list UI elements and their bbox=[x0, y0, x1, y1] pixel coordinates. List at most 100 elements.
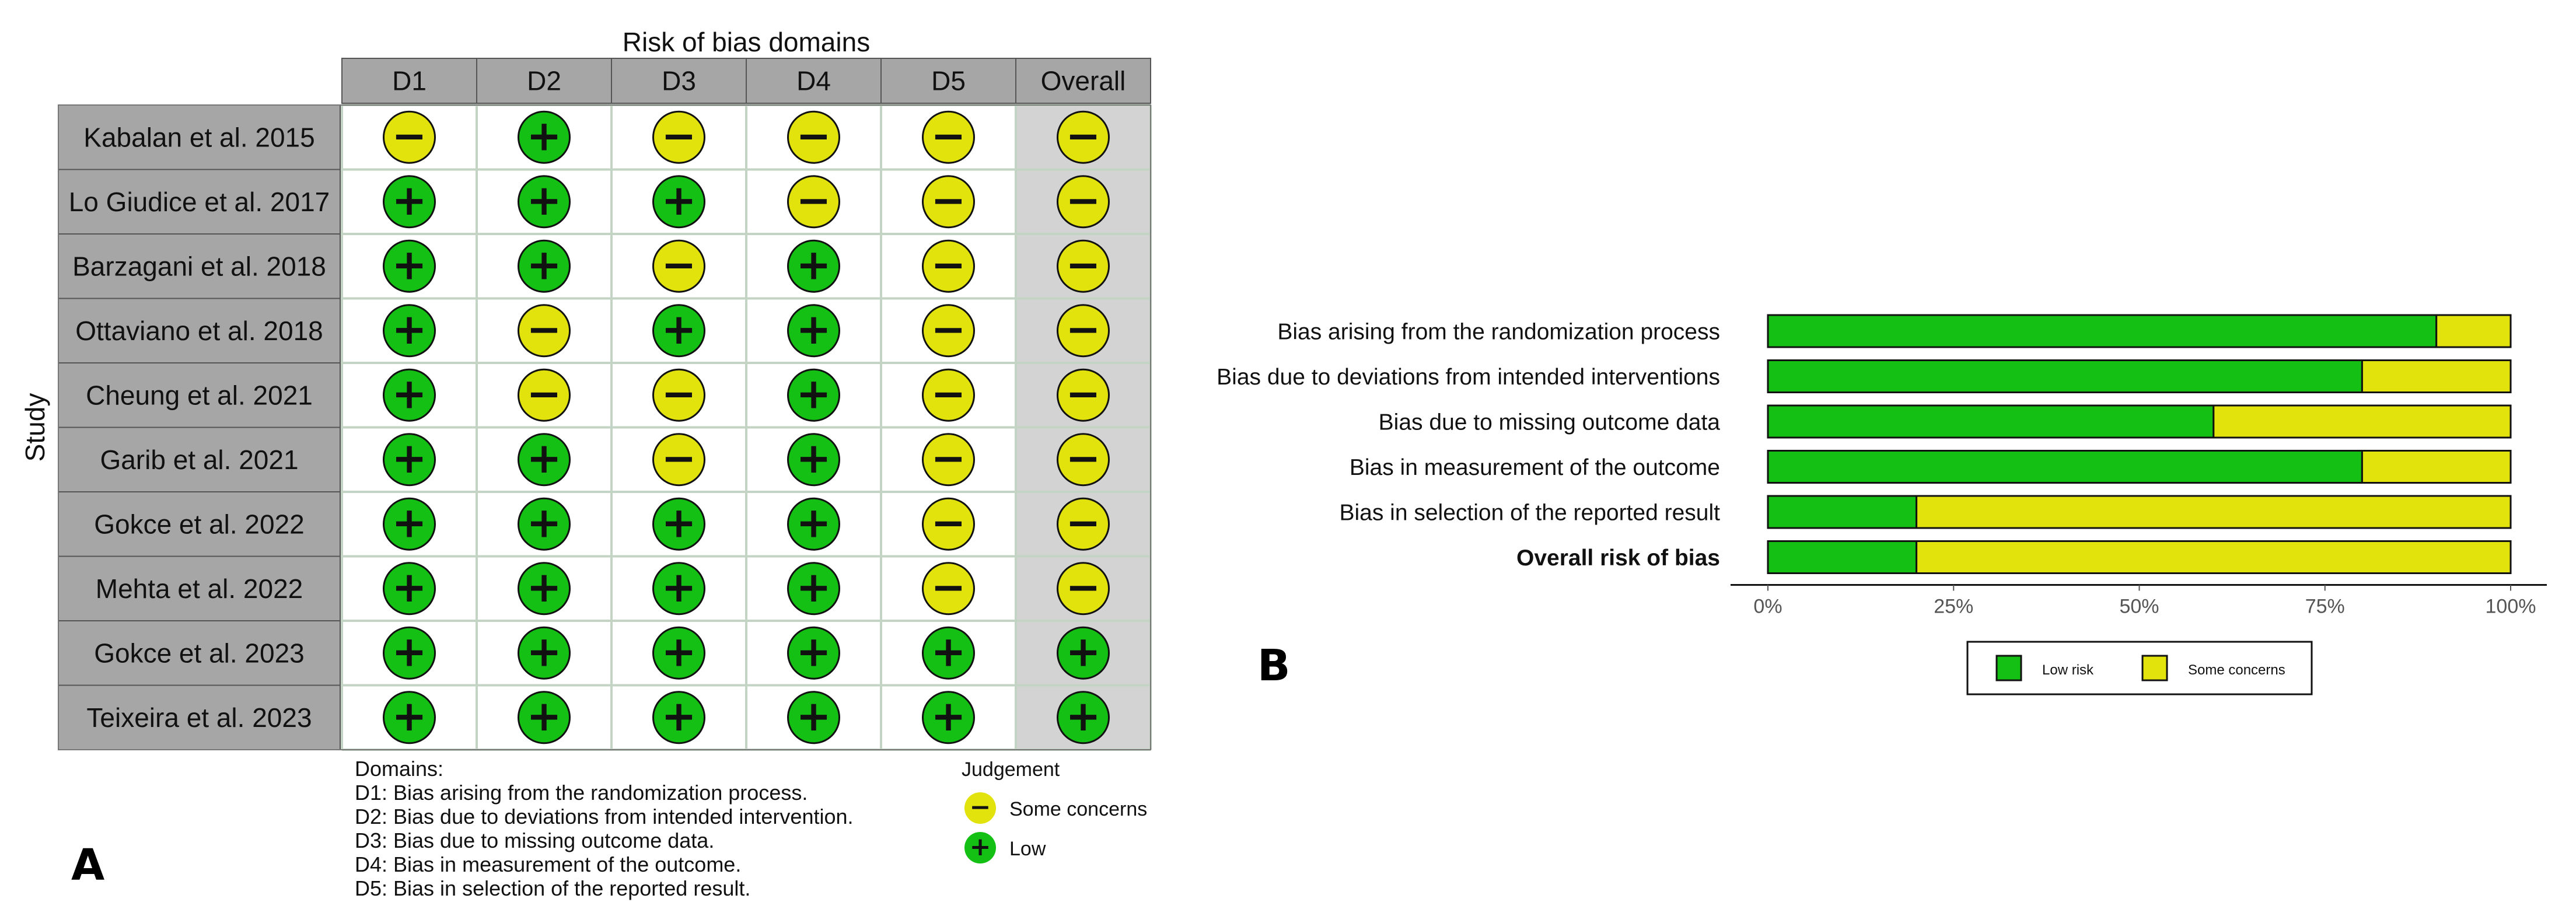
judgement-marker-some-concerns bbox=[1057, 304, 1110, 358]
column-header-overall: Overall bbox=[1041, 66, 1126, 96]
judgement-symbol: + bbox=[526, 111, 561, 160]
domain-description: D1: Bias arising from the randomization … bbox=[355, 781, 808, 805]
judgement-marker-low bbox=[383, 562, 436, 616]
panel-b-letter: B bbox=[1257, 641, 1291, 691]
bar-segment-low bbox=[1767, 314, 2438, 348]
judgement-marker-some-concerns bbox=[922, 497, 975, 551]
bar-segment-some-concerns bbox=[2213, 404, 2512, 439]
judgement-symbol: + bbox=[796, 369, 831, 418]
study-cell bbox=[58, 362, 341, 428]
judgement-marker-some-concerns bbox=[922, 368, 975, 422]
judgement-symbol: + bbox=[526, 627, 561, 676]
overall-bias-label: Overall risk of bias bbox=[1516, 546, 1720, 571]
column-header-d5: D5 bbox=[931, 66, 966, 96]
judgement-symbol: + bbox=[392, 369, 427, 418]
study-label: Gokce et al. 2022 bbox=[94, 509, 305, 539]
judgement-marker-low bbox=[383, 433, 436, 487]
column-header-cell bbox=[1015, 58, 1151, 104]
judgement-symbol: − bbox=[931, 498, 966, 547]
judgement-symbol: + bbox=[796, 562, 831, 611]
judgement-symbol: + bbox=[796, 691, 831, 740]
judgement-symbol: − bbox=[1065, 111, 1100, 160]
study-cell bbox=[58, 491, 341, 557]
judgement-marker-low bbox=[652, 562, 705, 616]
judgement-marker-low bbox=[518, 239, 571, 293]
x-tick-label: 100% bbox=[2486, 596, 2536, 618]
judgement-marker-some-concerns bbox=[922, 433, 975, 487]
judgement-symbol: + bbox=[392, 433, 427, 483]
judgement-marker-some-concerns bbox=[787, 175, 840, 229]
study-cell bbox=[58, 555, 341, 621]
x-tick-label: 0% bbox=[1753, 596, 1782, 618]
judgement-marker-low bbox=[787, 239, 840, 293]
bar-segment-some-concerns bbox=[2361, 359, 2512, 393]
judgement-marker-low bbox=[787, 304, 840, 358]
bar-segment-low bbox=[1767, 495, 1918, 529]
judgement-symbol: + bbox=[931, 691, 966, 740]
judgement-symbol: + bbox=[796, 627, 831, 676]
judgement-symbol: + bbox=[392, 562, 427, 611]
judgement-symbol: − bbox=[1065, 305, 1100, 354]
judgement-symbol: − bbox=[931, 433, 966, 483]
judgement-marker-low bbox=[652, 497, 705, 551]
judgement-symbol: + bbox=[931, 627, 966, 676]
bias-category-label: Bias in selection of the reported result bbox=[1339, 501, 1720, 526]
judgement-symbol: − bbox=[1065, 369, 1100, 418]
judgement-marker-low bbox=[787, 626, 840, 680]
judgement-marker-low bbox=[922, 626, 975, 680]
judgement-symbol: − bbox=[931, 111, 966, 160]
column-header-d4: D4 bbox=[796, 66, 831, 96]
judgement-marker-some-concerns bbox=[1057, 110, 1110, 164]
judgement-symbol: + bbox=[526, 240, 561, 289]
bias-category-label: Bias in measurement of the outcome bbox=[1350, 455, 1720, 480]
judgement-symbol: + bbox=[796, 498, 831, 547]
judgement-symbol: − bbox=[931, 562, 966, 611]
legend-label: Some concerns bbox=[2188, 662, 2285, 678]
judgement-marker-some-concerns bbox=[922, 175, 975, 229]
judgement-legend-marker-some-concerns bbox=[964, 792, 996, 824]
x-tick-label: 75% bbox=[2305, 596, 2345, 618]
judgement-symbol: − bbox=[931, 240, 966, 289]
judgement-marker-some-concerns bbox=[1057, 175, 1110, 229]
judgement-symbol: − bbox=[661, 111, 696, 160]
judgement-symbol: − bbox=[931, 176, 966, 225]
bar-segment-some-concerns bbox=[2435, 314, 2512, 348]
study-cell bbox=[58, 620, 341, 686]
judgement-marker-some-concerns bbox=[652, 433, 705, 487]
judgement-legend-symbol: + bbox=[970, 832, 991, 862]
judgement-symbol: + bbox=[392, 498, 427, 547]
bar-segment-some-concerns bbox=[1916, 540, 2512, 574]
judgement-marker-low bbox=[518, 433, 571, 487]
column-header-cell bbox=[476, 58, 612, 104]
study-cell bbox=[58, 233, 341, 299]
legend-box bbox=[1966, 641, 2313, 695]
judgement-legend-label: Some concerns bbox=[1009, 798, 1147, 820]
judgement-marker-low bbox=[383, 691, 436, 744]
judgement-marker-low bbox=[787, 433, 840, 487]
judgement-symbol: − bbox=[1065, 498, 1100, 547]
panel-a-letter: A bbox=[71, 840, 105, 890]
judgement-marker-low bbox=[383, 175, 436, 229]
judgement-symbol: + bbox=[526, 562, 561, 611]
judgement-marker-some-concerns bbox=[787, 110, 840, 164]
judgement-marker-low bbox=[518, 497, 571, 551]
judgement-marker-low bbox=[1057, 626, 1110, 680]
judgement-symbol: + bbox=[1065, 627, 1100, 676]
judgement-marker-some-concerns bbox=[652, 110, 705, 164]
judgement-marker-some-concerns bbox=[518, 304, 571, 358]
judgement-symbol: + bbox=[526, 176, 561, 225]
judgement-marker-low bbox=[383, 626, 436, 680]
study-cell bbox=[58, 298, 341, 363]
column-header-cell bbox=[880, 58, 1016, 104]
bar-segment-low bbox=[1767, 359, 2363, 393]
judgement-symbol: − bbox=[931, 369, 966, 418]
study-label: Ottaviano et al. 2018 bbox=[75, 316, 323, 346]
judgement-marker-some-concerns bbox=[922, 110, 975, 164]
bar-segment-low bbox=[1767, 404, 2215, 439]
bias-category-label: Bias due to missing outcome data bbox=[1379, 410, 1721, 435]
bar-segment-some-concerns bbox=[1916, 495, 2512, 529]
study-cell bbox=[58, 104, 341, 170]
judgement-symbol: + bbox=[661, 562, 696, 611]
